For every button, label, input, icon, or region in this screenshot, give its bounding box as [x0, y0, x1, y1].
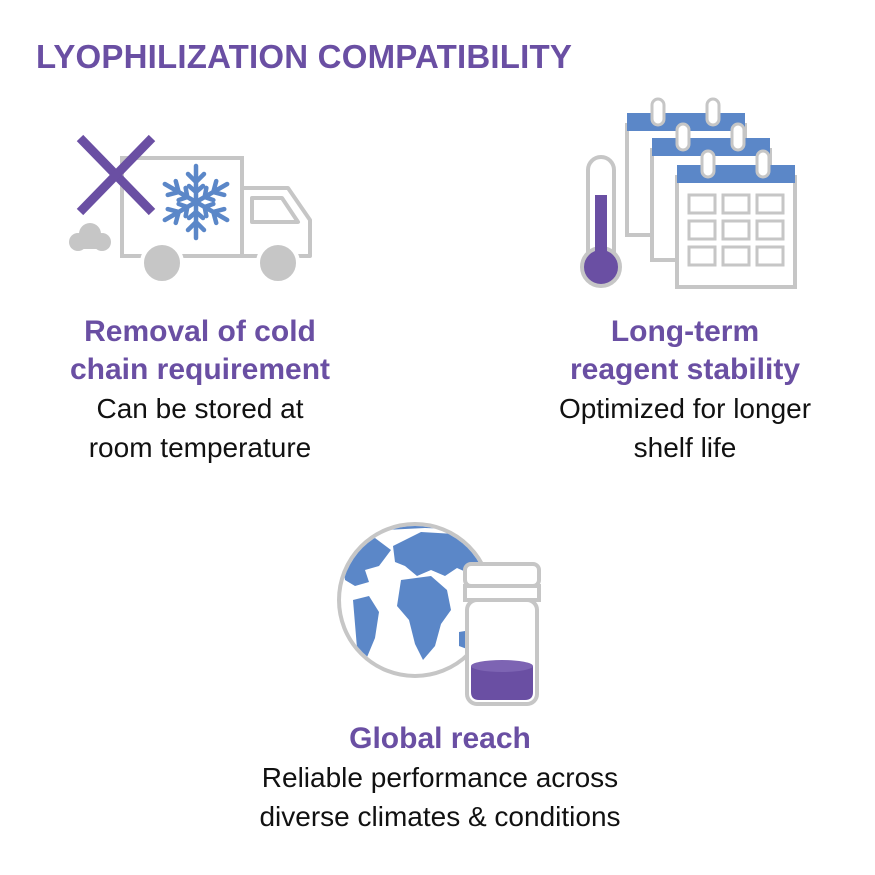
feature-heading: chain requirement [69, 353, 331, 386]
feature-heading: Long-term [610, 315, 760, 348]
feature-description: Can be stored at [96, 393, 304, 424]
feature-heading: Global reach [349, 722, 531, 755]
refrigerated-truck-crossed-icon [69, 134, 312, 285]
page-title: LYOPHILIZATION COMPATIBILITY [36, 38, 573, 75]
feature-description: room temperature [88, 432, 312, 463]
feature-description: shelf life [633, 432, 737, 463]
feature-heading: reagent stability [569, 353, 801, 386]
thermometer-calendar-icon [580, 97, 797, 289]
feature-stability: Long-term reagent stability Optimized fo… [500, 313, 870, 467]
feature-global-reach: Global reach Reliable performance across… [190, 720, 690, 836]
globe-vial-icon [337, 522, 541, 706]
feature-heading: Removal of cold [84, 315, 316, 348]
feature-description: Optimized for longer [558, 393, 812, 424]
feature-description: diverse climates & conditions [259, 801, 621, 832]
feature-cold-chain: Removal of cold chain requirement Can be… [20, 313, 380, 467]
feature-description: Reliable performance across [261, 762, 619, 793]
